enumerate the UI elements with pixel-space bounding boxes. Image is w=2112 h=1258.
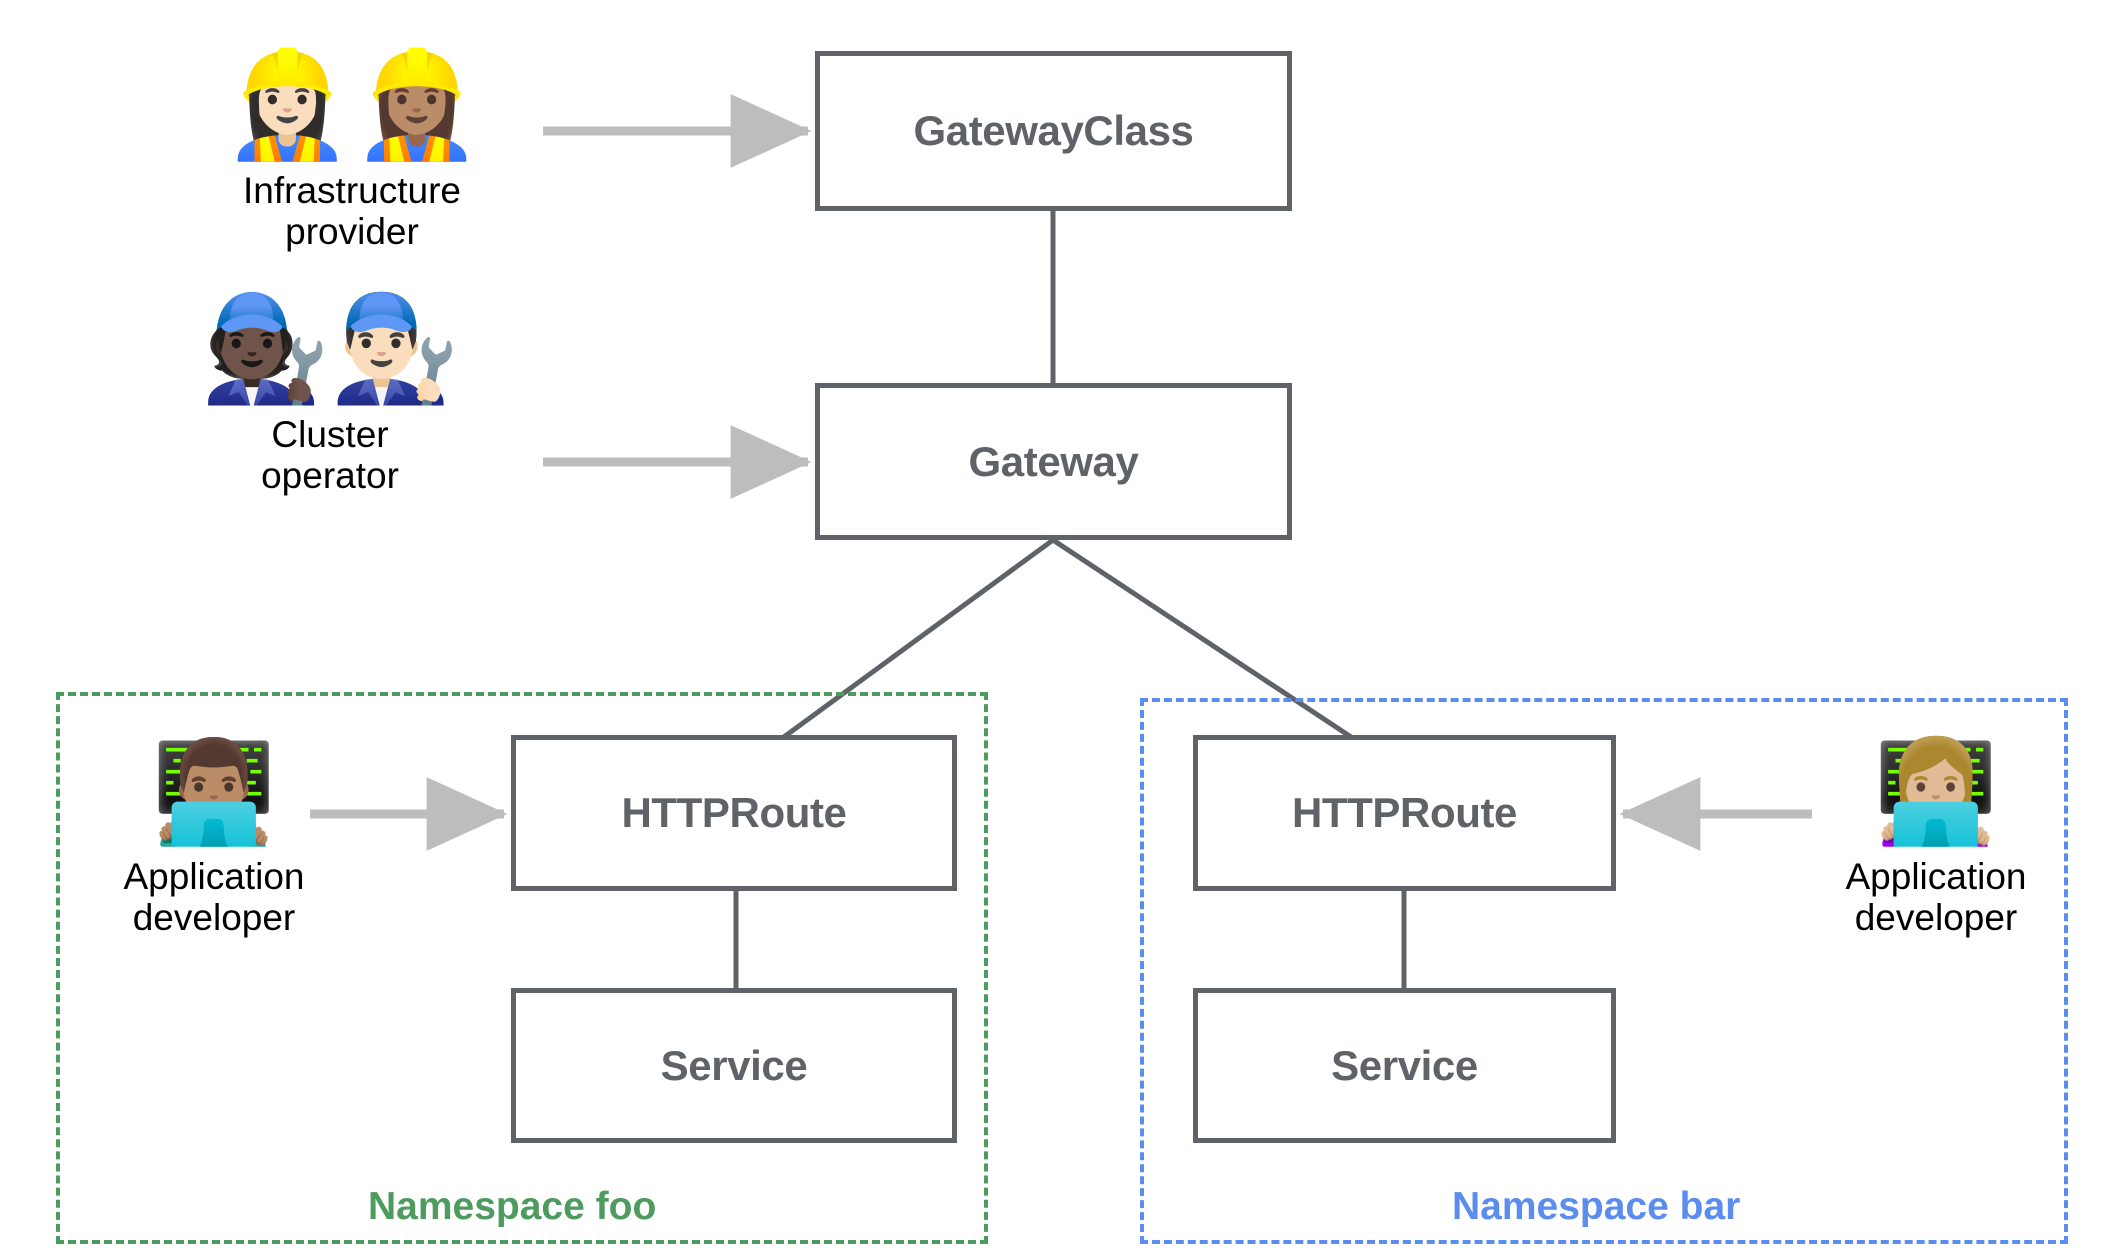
namespace-foo-container xyxy=(56,692,988,1244)
service-foo-box[interactable]: Service xyxy=(511,988,957,1143)
service-foo-label: Service xyxy=(660,1041,808,1089)
persona-application-developer-foo-label: Application developer xyxy=(123,856,305,939)
man-technologist-icon: 👨🏽‍💻 xyxy=(151,733,277,850)
namespace-foo-label: Namespace foo xyxy=(368,1185,657,1228)
httproute-foo-box[interactable]: HTTPRoute xyxy=(511,735,957,891)
httproute-bar-box[interactable]: HTTPRoute xyxy=(1193,735,1616,891)
persona-cluster-operator: 🧑🏿‍🔧👨🏻‍🔧 Cluster operator xyxy=(200,296,460,497)
service-bar-box[interactable]: Service xyxy=(1193,988,1616,1143)
persona-application-developer-bar-label: Application developer xyxy=(1845,856,2027,939)
persona-application-developer-bar: 👩🏼‍💻 Application developer xyxy=(1816,742,2056,939)
namespace-bar-container xyxy=(1140,698,2068,1244)
persona-infrastructure-provider-label: Infrastructure provider xyxy=(243,170,461,253)
gatewayclass-box[interactable]: GatewayClass xyxy=(815,51,1292,211)
service-bar-label: Service xyxy=(1331,1041,1478,1089)
httproute-bar-label: HTTPRoute xyxy=(1291,789,1518,836)
httproute-foo-label: HTTPRoute xyxy=(621,789,847,836)
namespace-bar-label: Namespace bar xyxy=(1452,1185,1741,1228)
gatewayclass-label: GatewayClass xyxy=(913,107,1194,154)
persona-infrastructure-provider: 👷🏻‍♀️👷🏽‍♀️ Infrastructure provider xyxy=(222,52,482,253)
gateway-box[interactable]: Gateway xyxy=(815,383,1292,540)
gateway-label: Gateway xyxy=(968,437,1139,485)
woman-construction-worker-icon: 👷🏻‍♀️👷🏽‍♀️ xyxy=(222,43,482,165)
persona-application-developer-foo: 👨🏽‍💻 Application developer xyxy=(94,742,334,939)
mechanic-icon: 🧑🏿‍🔧👨🏻‍🔧 xyxy=(200,287,460,409)
persona-cluster-operator-label: Cluster operator xyxy=(261,414,399,497)
woman-technologist-icon: 👩🏼‍💻 xyxy=(1873,733,1999,850)
